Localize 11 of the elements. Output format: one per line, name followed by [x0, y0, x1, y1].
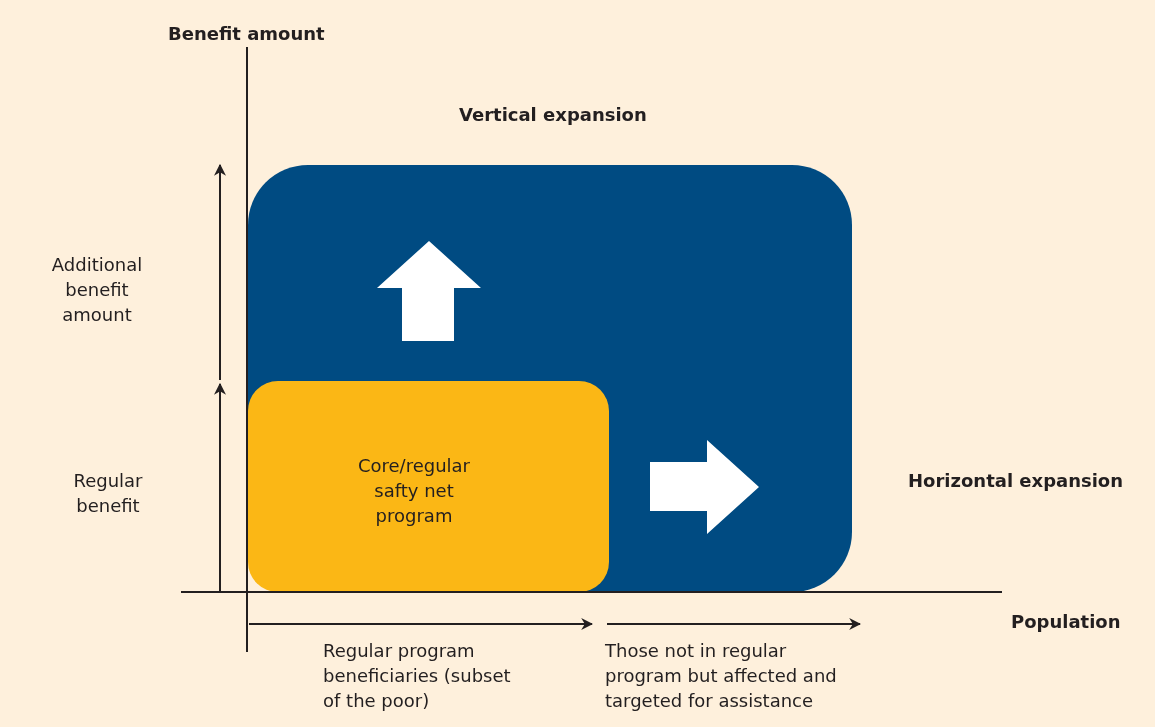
expansion-label: Horizontal expansion	[908, 469, 1125, 493]
axis-range-label: Additional benefit amount	[50, 253, 144, 327]
axis-title: Population	[1011, 610, 1122, 634]
expanded-program-area	[248, 165, 852, 592]
axis-range-label: Regular benefit	[72, 469, 144, 518]
population-range-label: Regular program beneficiaries (subset of the poor)	[323, 639, 512, 713]
core-program-area	[248, 381, 609, 592]
population-range-label: Those not in regular program but affected and targeted for assistance	[605, 639, 838, 713]
expansion-label: Vertical expansion	[459, 103, 648, 127]
axis-title: Benefit amount	[168, 22, 326, 46]
program-label: Core/regular safty net program	[356, 454, 472, 528]
